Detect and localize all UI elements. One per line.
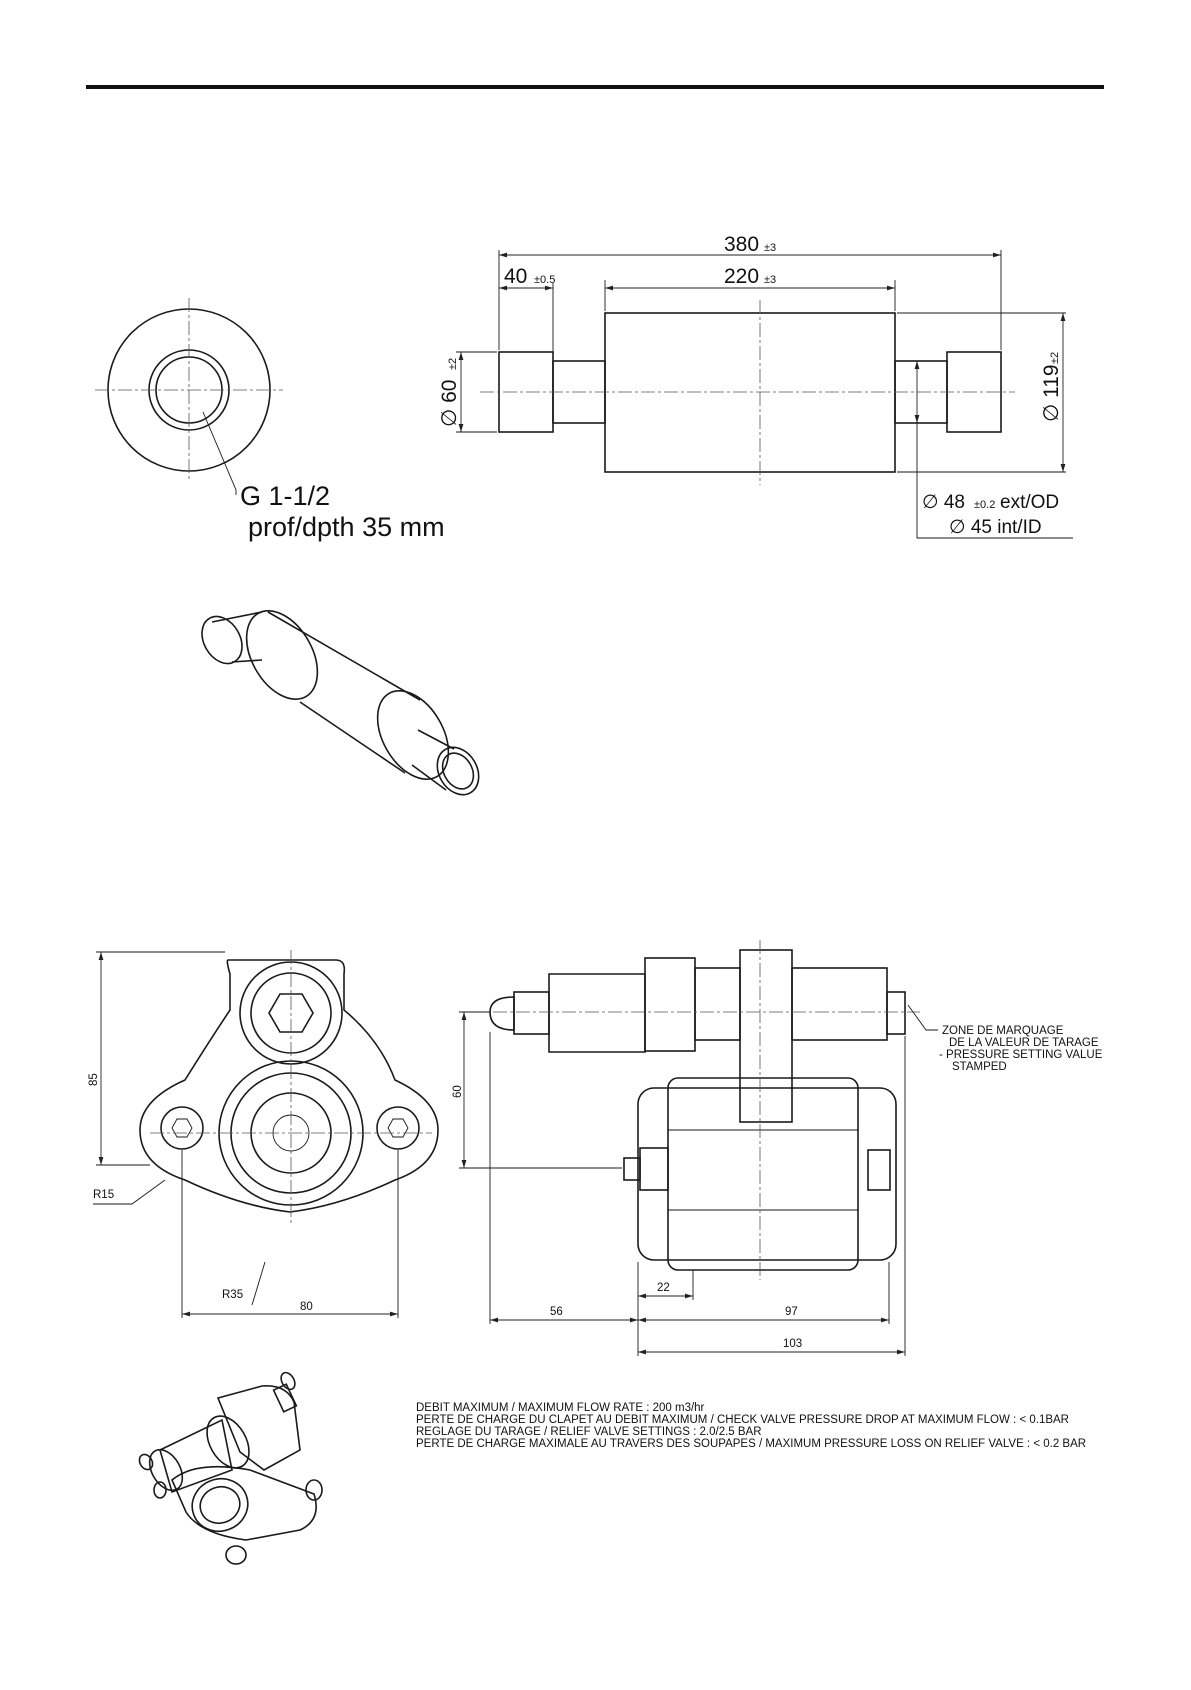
dim-60: 60 [452, 1085, 464, 1098]
dim-85: 85 [88, 1073, 100, 1086]
tol-dia-48: ±0.2 [974, 499, 995, 511]
depth-callout: prof/dpth 35 mm [248, 512, 445, 542]
valve-side-view: 60 22 56 97 103 ZONE DE MARQUAGE DE LA V… [452, 940, 1103, 1356]
dim-dia-48: ∅ 48 [922, 492, 965, 513]
receiver-end-view: G 1-1/2 prof/dpth 35 mm [95, 298, 445, 542]
note-relief-settings: REGLAGE DU TARAGE / RELIEF VALVE SETTING… [416, 1426, 762, 1438]
marking-note-1: ZONE DE MARQUAGE [942, 1025, 1064, 1037]
dim-dia-48-suffix: ext/OD [1000, 492, 1059, 513]
marking-note-4: STAMPED [952, 1061, 1007, 1073]
tol-380: ±3 [764, 242, 776, 254]
dim-dia-60: ∅ 60 [438, 380, 461, 428]
tol-dia-60: ±2 [447, 358, 459, 370]
tol-40: ±0.5 [534, 274, 555, 286]
marking-note-2: DE LA VALEUR DE TARAGE [949, 1037, 1099, 1049]
dim-80: 80 [300, 1301, 313, 1313]
thread-callout: G 1-1/2 [240, 481, 330, 511]
valve-isometric-view [138, 1371, 323, 1565]
notes-block: DEBIT MAXIMUM / MAXIMUM FLOW RATE : 200 … [416, 1402, 1086, 1450]
dim-56: 56 [550, 1306, 563, 1318]
dim-40: 40 [504, 265, 527, 288]
dim-r35: R35 [222, 1289, 243, 1301]
dim-dia-45: ∅ 45 int/ID [949, 517, 1042, 538]
marking-note-3: - PRESSURE SETTING VALUE [939, 1049, 1103, 1061]
dim-r15: R15 [93, 1189, 114, 1201]
valve-front-view: 85 R15 R35 80 [88, 950, 439, 1318]
note-pressure-drop: PERTE DE CHARGE DU CLAPET AU DEBIT MAXIM… [416, 1414, 1069, 1426]
dim-22: 22 [657, 1282, 670, 1294]
dim-220: 220 [724, 265, 759, 288]
note-flow-rate: DEBIT MAXIMUM / MAXIMUM FLOW RATE : 200 … [416, 1402, 705, 1414]
receiver-isometric-view [201, 610, 480, 796]
dim-dia-119: ∅ 119 [1040, 364, 1063, 422]
dim-103: 103 [783, 1338, 802, 1350]
dim-380: 380 [724, 233, 759, 256]
note-pressure-loss: PERTE DE CHARGE MAXIMALE AU TRAVERS DES … [416, 1438, 1086, 1450]
tol-dia-119: ±2 [1049, 352, 1061, 364]
receiver-side-view: 380 ±3 40 ±0.5 220 ±3 ∅ 60 ±2 ∅ 119 ±2 ∅… [438, 233, 1073, 539]
dim-97: 97 [785, 1306, 798, 1318]
tol-220: ±3 [764, 274, 776, 286]
